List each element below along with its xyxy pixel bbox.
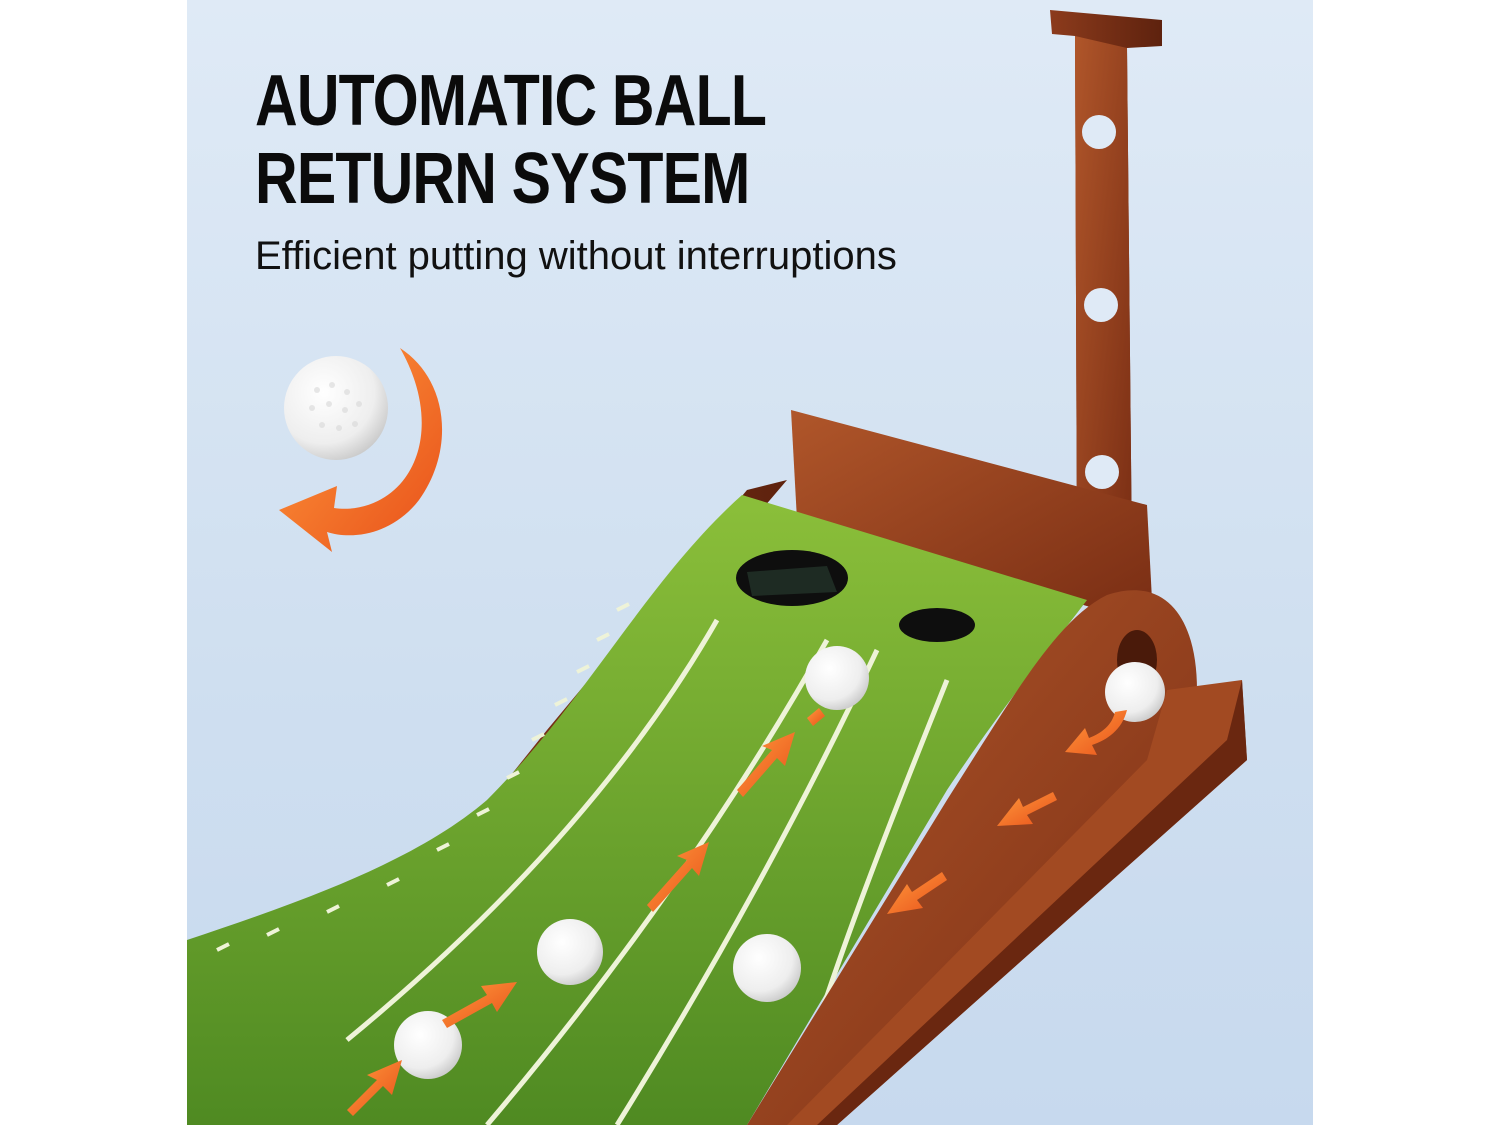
back-wall [791, 410, 1152, 612]
product-banner: AUTOMATIC BALL RETURN SYSTEM Efficient p… [187, 0, 1313, 1125]
direction-arrow-icon [347, 708, 1127, 1116]
putting-green-illustration [187, 10, 1247, 1125]
golf-ball-icon [284, 356, 388, 460]
return-arrow-icon [279, 348, 443, 552]
subline: Efficient putting without interruptions [255, 234, 897, 278]
wood-post [1050, 10, 1162, 560]
headline: AUTOMATIC BALL RETURN SYSTEM [255, 61, 766, 219]
golf-balls [394, 646, 1165, 1079]
